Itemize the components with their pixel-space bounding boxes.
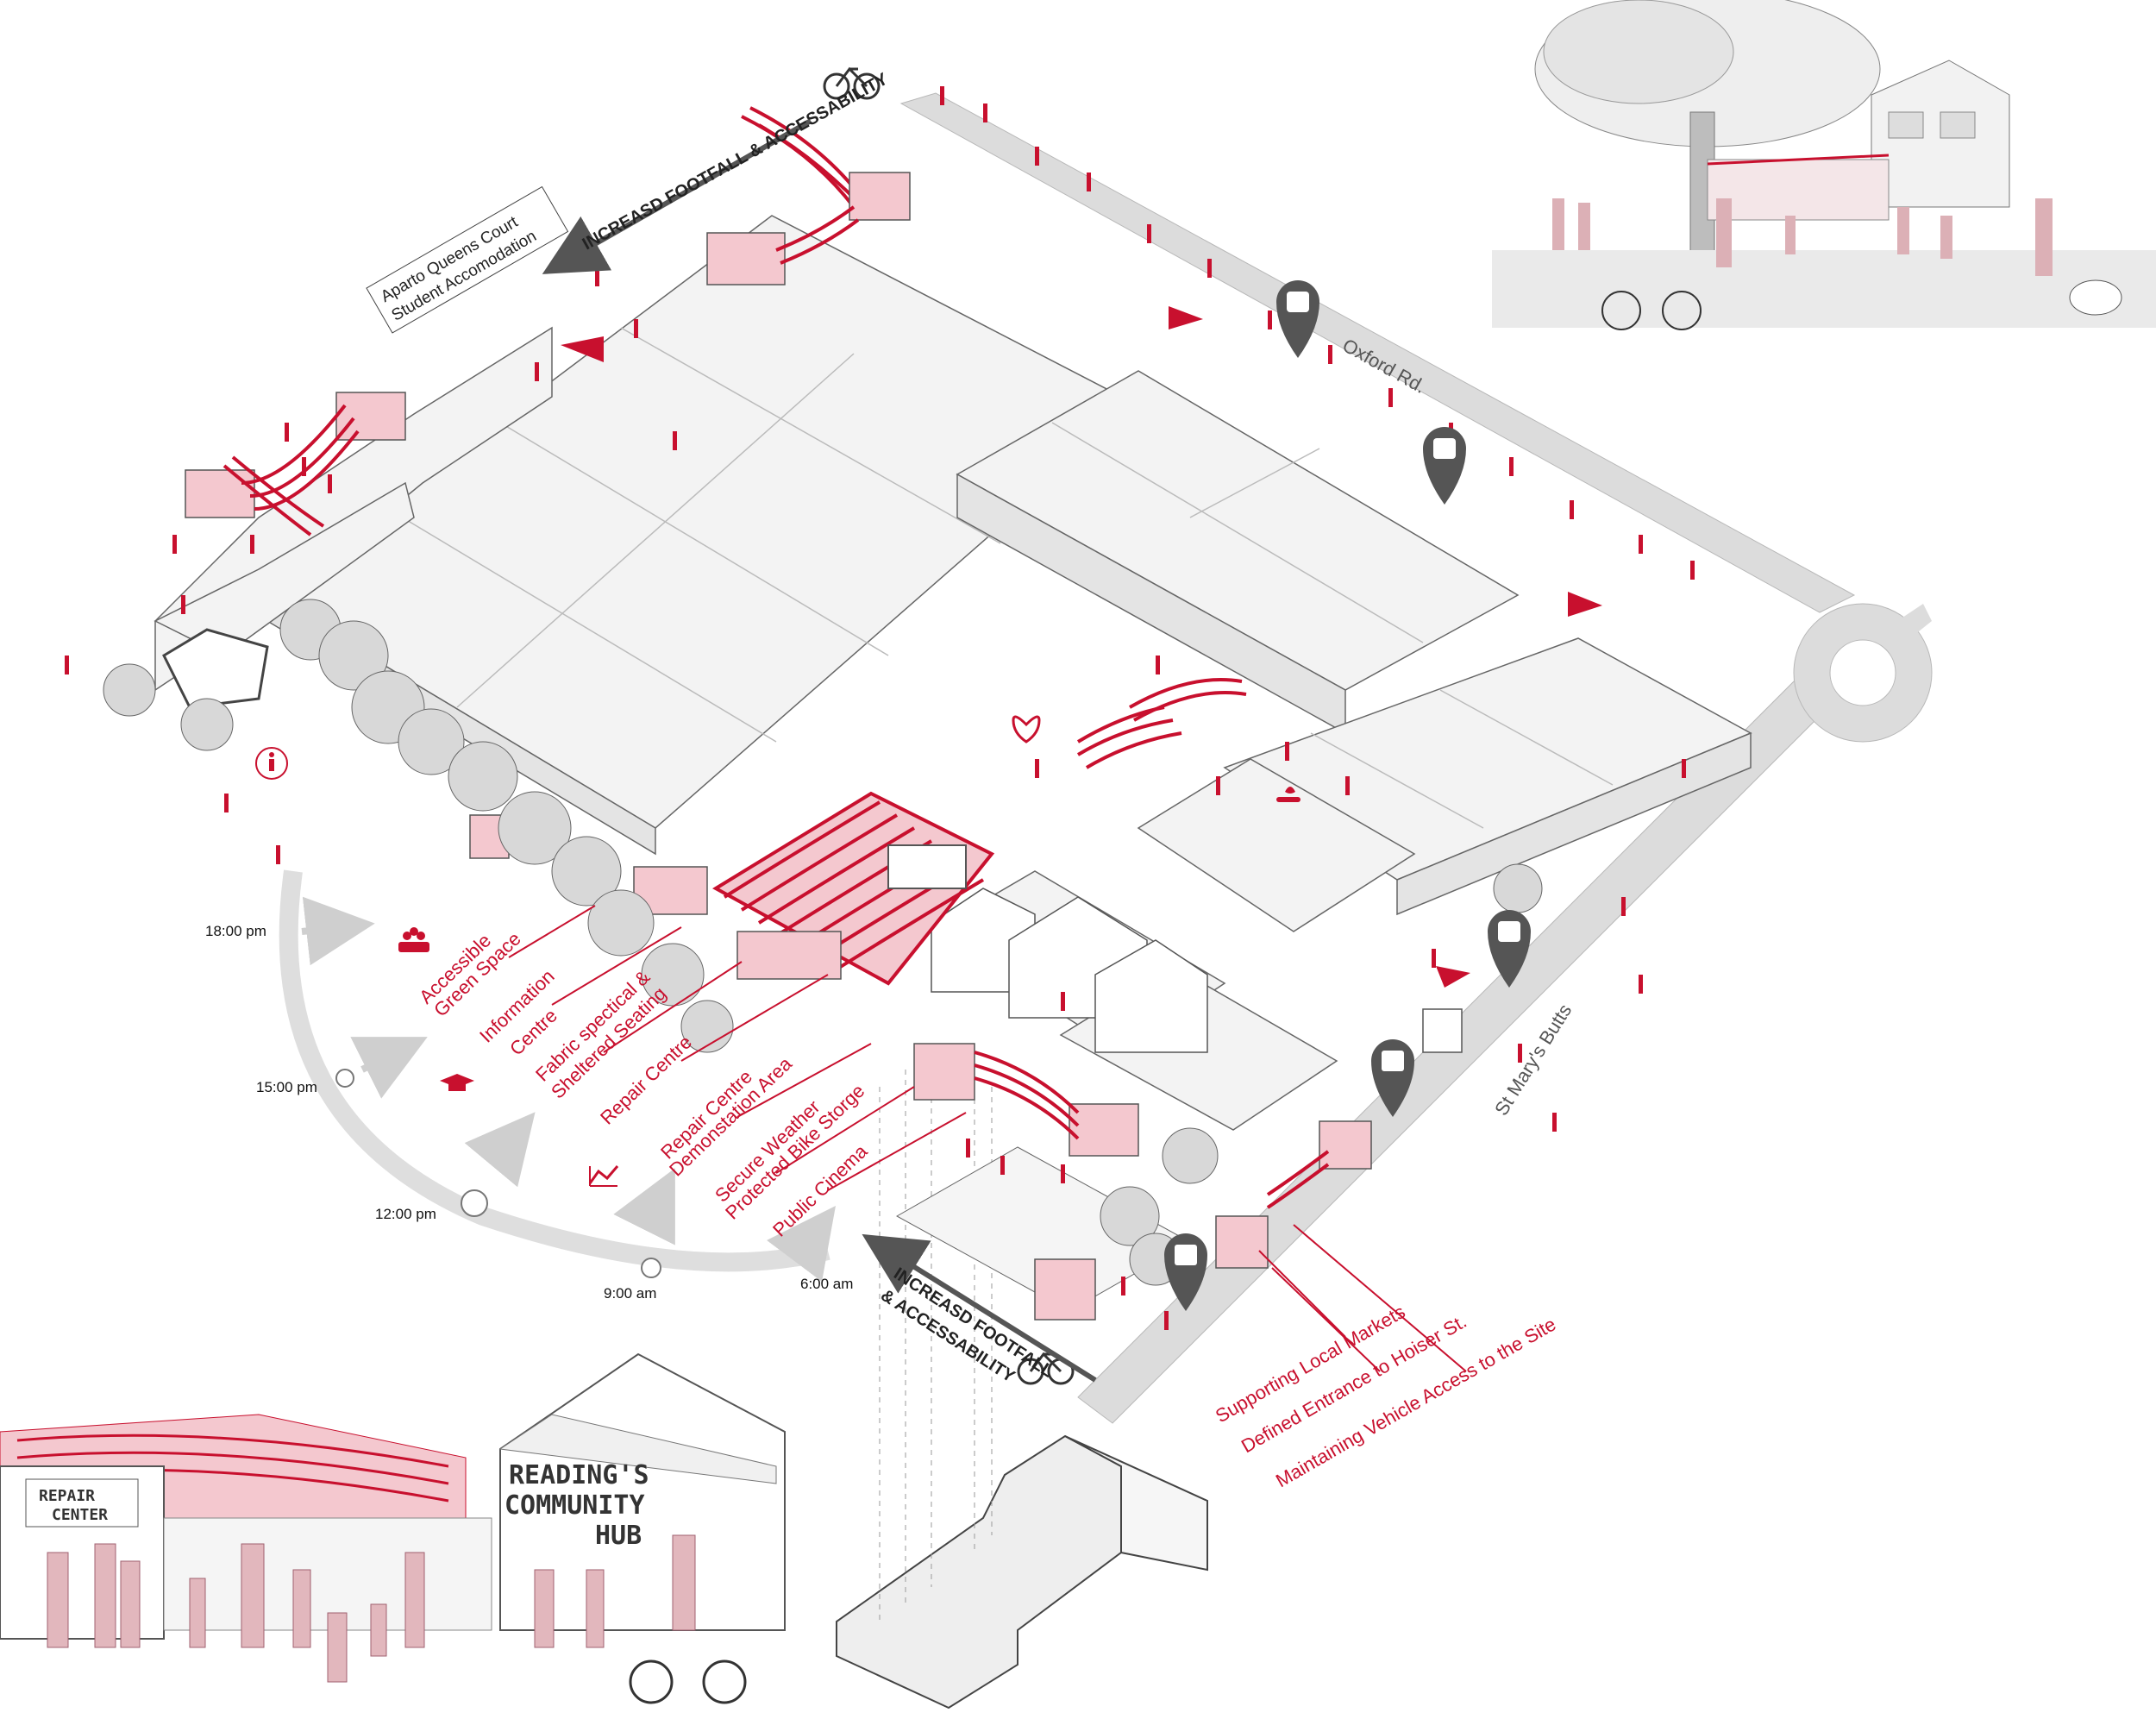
time-label-1800: 18:00 pm (205, 923, 266, 939)
repair-center-sign-2: CENTER (52, 1506, 108, 1524)
market-stop-icon (1164, 1233, 1207, 1311)
flag-icon (561, 306, 1602, 988)
hub-sign-2: COMMUNITY (505, 1490, 645, 1521)
fabric-canopy-center (1076, 678, 1247, 769)
fabric-canopy-lower (469, 814, 1463, 1321)
time-label-0600: 6:00 am (800, 1276, 853, 1292)
south-building-block (1223, 637, 1752, 916)
time-label-1200: 12:00 pm (375, 1206, 436, 1222)
street-sketch-top-right (1492, 0, 2156, 330)
green-space-trees (103, 599, 1543, 1286)
student-accommodation-label: Aparto Queens Court Student Accomodation (366, 185, 569, 334)
growth-icon (588, 1165, 619, 1184)
leader-lines (508, 905, 1467, 1372)
bus-stop-icon (1488, 910, 1531, 988)
east-building-block (956, 370, 1520, 735)
basement-plan (836, 1434, 1208, 1710)
sun-icon (335, 1069, 661, 1278)
heart-icon (1012, 715, 1041, 743)
footfall-arrow-bottom (862, 1233, 1097, 1383)
hub-sign-1: READING'S (509, 1460, 649, 1490)
plant-hand-icon (1276, 787, 1300, 802)
time-label-0900: 9:00 am (604, 1285, 656, 1302)
pedestrian-figures (65, 86, 1695, 1330)
education-icon (440, 1074, 474, 1091)
repair-center-sign-1: REPAIR (39, 1487, 95, 1505)
bike-icon (823, 66, 881, 100)
roundabout (1793, 603, 1933, 743)
bus-stop-icon (1276, 280, 1319, 358)
hub-sign-3: HUB (595, 1521, 642, 1551)
fabric-canopy-left (185, 392, 406, 536)
bus-stop-icon (1423, 427, 1466, 505)
accessibility-icon (255, 747, 288, 780)
oxford-road (899, 92, 1856, 613)
market-stop-icon (1371, 1039, 1414, 1117)
footfall-arrow-top (542, 118, 812, 274)
community-hub-buildings (931, 888, 1208, 1053)
footfall-label-top: INCREASD FOOTFALL & ACCESSABILITY (580, 69, 892, 254)
community-icon (398, 927, 429, 952)
fabric-canopy-top (706, 106, 911, 285)
planter (162, 628, 269, 709)
community-hub-sketch (0, 1352, 793, 1719)
time-label-1500: 15:00 pm (256, 1079, 317, 1095)
